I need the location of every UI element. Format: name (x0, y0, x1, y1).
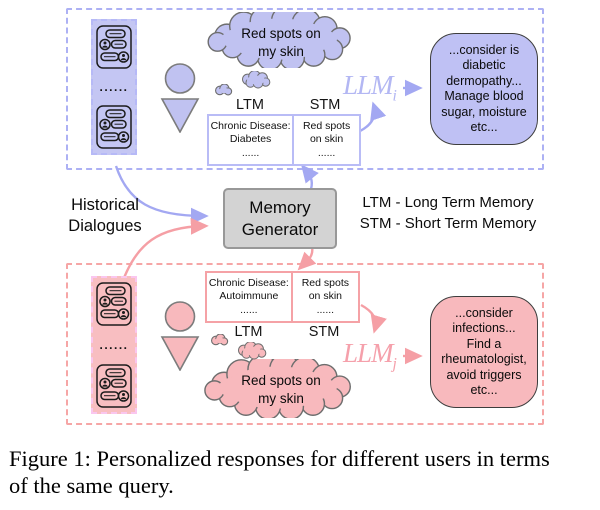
historical-dialogues-panel-user-i: ...... (91, 19, 137, 155)
ltm-cell-user-j: Chronic Disease: Autoimmune ...... (208, 276, 289, 316)
memory-table-user-i: Chronic Disease: Diabetes ...... Red spo… (207, 114, 361, 166)
ltm-label-user-i: LTM (236, 97, 264, 113)
stm-cell-user-j: Red spots on skin ...... (290, 273, 358, 321)
chat-dialog-icon (96, 25, 132, 69)
chat-dialog-icon (96, 105, 132, 149)
llm-i-label: LLMi (343, 70, 397, 105)
llm-j-label: LLMj (343, 338, 397, 373)
dialog-ellipsis: ...... (99, 338, 129, 352)
stm-cell-user-i: Red spots on skin ...... (292, 116, 359, 164)
response-bubble-user-j: ...consider infections... Find a rheumat… (430, 296, 538, 408)
historical-dialogues-label: Historical Dialogues (68, 196, 142, 236)
llm-i-subscript: i (392, 87, 397, 105)
arrow-generator-to-memory-i (301, 164, 319, 190)
chat-dialog-icon (96, 364, 132, 408)
memory-table-user-j: Chronic Disease: Autoimmune ...... Red s… (205, 271, 360, 323)
response-bubble-user-i: ...consider is diabetic dermopathy... Ma… (430, 33, 538, 145)
dialog-ellipsis: ...... (99, 80, 129, 94)
stm-label-user-i: STM (309, 97, 341, 113)
chat-dialog-icon (96, 282, 132, 326)
ltm-cell-user-i: Chronic Disease: Diabetes ...... (210, 119, 291, 159)
query-text-user-j: Red spots on my skin (241, 373, 321, 406)
memory-generator-box: Memory Generator (223, 188, 337, 249)
ltm-label-user-j: LTM (234, 324, 263, 340)
historical-dialogues-panel-user-j: ...... (91, 276, 137, 414)
query-text-user-i: Red spots on my skin (241, 26, 321, 59)
stm-label-user-j: STM (308, 324, 340, 340)
figure-caption: Figure 1: Personalized responses for dif… (9, 446, 550, 498)
memory-legend: LTM - Long Term Memory STM - Short Term … (359, 194, 537, 233)
llm-j-subscript: j (392, 355, 397, 373)
